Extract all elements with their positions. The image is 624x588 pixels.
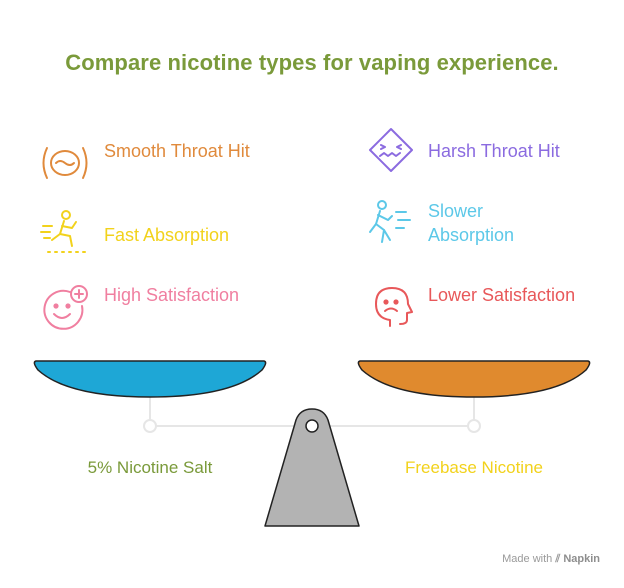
made-with-text: Made with bbox=[502, 553, 553, 565]
left-pivot bbox=[143, 419, 157, 433]
walking-person-icon bbox=[364, 196, 418, 250]
right-pan bbox=[357, 360, 591, 398]
page-title: Compare nicotine types for vaping experi… bbox=[65, 50, 559, 75]
feature-high-satisfaction: High Satisfaction bbox=[104, 285, 240, 305]
footer-watermark: Made with ⫽ Napkin bbox=[502, 553, 600, 566]
feature-slower-absorption: Slower Absorption bbox=[428, 201, 515, 245]
happy-face-plus-icon bbox=[38, 282, 92, 336]
right-side-label: Freebase Nicotine bbox=[405, 458, 543, 477]
left-side-label: 5% Nicotine Salt bbox=[87, 458, 213, 477]
napkin-brand: Napkin bbox=[563, 553, 600, 565]
throat-smooth-icon bbox=[38, 136, 92, 190]
right-pivot bbox=[467, 419, 481, 433]
left-pan bbox=[33, 360, 267, 398]
running-person-icon bbox=[38, 206, 92, 260]
napkin-logo-icon: ⫽ bbox=[555, 553, 561, 565]
feature-smooth-throat-hit: Smooth Throat Hit bbox=[104, 141, 250, 161]
feature-fast-absorption: Fast Absorption bbox=[104, 225, 230, 245]
sad-head-icon bbox=[364, 280, 418, 334]
scale-fulcrum bbox=[264, 408, 360, 527]
fulcrum-pin bbox=[305, 419, 319, 433]
harsh-throat-icon bbox=[364, 124, 418, 178]
feature-harsh-throat-hit: Harsh Throat Hit bbox=[428, 141, 560, 161]
feature-lower-satisfaction: Lower Satisfaction bbox=[428, 285, 576, 305]
